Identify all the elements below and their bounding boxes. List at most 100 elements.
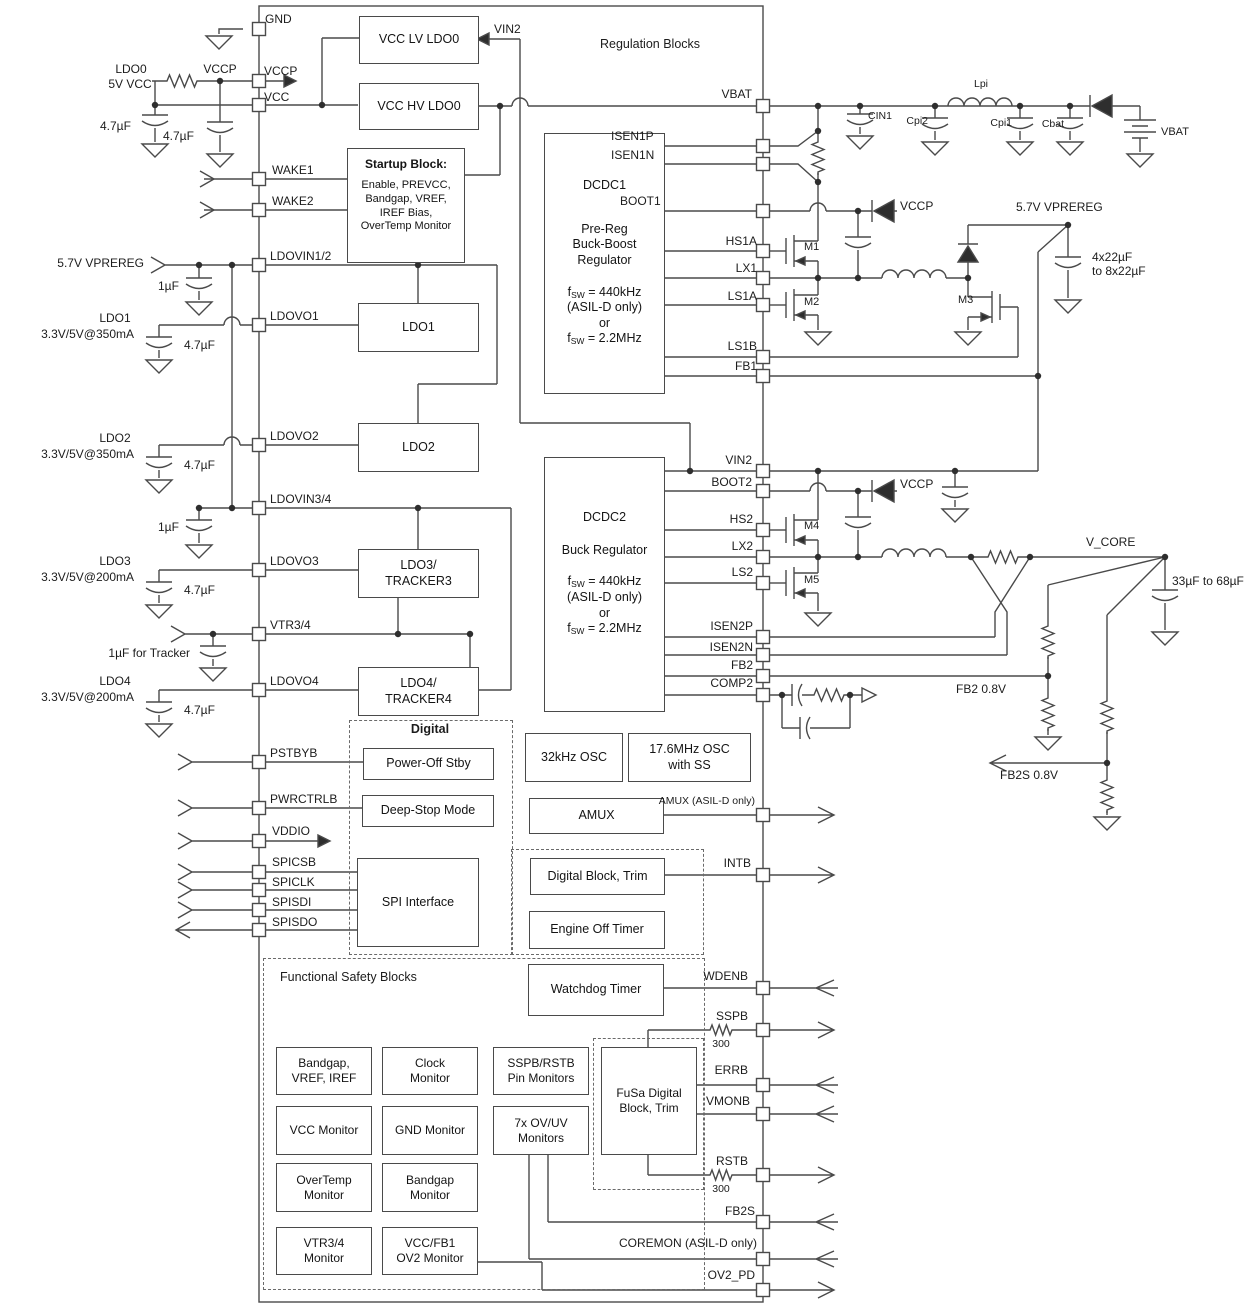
ann-ldo1: LDO1	[99, 311, 131, 325]
ann-vccp-boot1: VCCP	[900, 199, 934, 213]
startup-line: OverTemp Monitor	[360, 220, 452, 233]
ann-ldo4: LDO4	[99, 674, 131, 688]
ann-cap47-4: 4.7µF	[184, 458, 215, 472]
pin-label-boot2: BOOT2	[711, 475, 752, 489]
dcdc2-line: Buck Regulator	[561, 542, 648, 557]
block-vcc-monitor: VCC Monitor	[276, 1106, 372, 1155]
vbat-external-network	[770, 94, 1157, 168]
vcc-internal-wires	[266, 37, 757, 211]
block-gnd-monitor: GND Monitor	[382, 1106, 478, 1155]
ann-cap47-1: 4.7µF	[100, 119, 131, 133]
ann-vbat-battery: VBAT	[1161, 126, 1189, 138]
pin-label-vmonb: VMONB	[705, 1094, 750, 1108]
block-power-off-stby: Power-Off Stby	[363, 748, 494, 780]
dcdc1-line: Buck-Boost	[572, 237, 637, 252]
block-dcdc1: DCDC1 Pre-Reg Buck-Boost Regulator fSW =…	[544, 133, 665, 394]
fusa-region-box	[593, 1038, 704, 1190]
ann-vprereg-right: 5.7V VPREREG	[1016, 200, 1103, 214]
block-bandgap-vref-iref: Bandgap,VREF, IREF	[276, 1047, 372, 1095]
ann-lpi: Lpi	[973, 78, 988, 90]
ann-m2: M2	[804, 296, 820, 308]
pin-label-wake1: WAKE1	[272, 163, 314, 177]
pin-label-vcc: VCC	[264, 90, 290, 104]
dcdc1-fsw2: fSW = 2.2MHz	[567, 331, 642, 347]
block-dcdc2: DCDC2 Buck Regulator fSW = 440kHz (ASIL-…	[544, 457, 665, 712]
dcdc1-line: Regulator	[577, 252, 632, 267]
ann-cap422: 4x22µF	[1092, 250, 1133, 264]
ann-cpi1: Cpi1	[990, 117, 1012, 129]
pin-label-amux: AMUX (ASIL-D only)	[658, 795, 755, 807]
ann-cap1-2: 1µF	[158, 520, 179, 534]
dcdc2-asil: (ASIL-D only)	[566, 589, 643, 604]
pin-label-ldovin34: LDOVIN3/4	[270, 492, 332, 506]
ann-5vvcc: 5V VCC	[108, 77, 152, 91]
pin-label-gnd: GND	[265, 12, 292, 26]
dcdc1-external-circuit	[770, 106, 1082, 471]
dcdc1-or: or	[598, 315, 611, 330]
pin-label-hs2: HS2	[729, 512, 753, 526]
pin-label-fb2: FB2	[730, 658, 753, 672]
ann-vccp-boot2: VCCP	[900, 477, 934, 491]
ann-vccp-node: VCCP	[203, 62, 237, 76]
pin-label-comp2: COMP2	[710, 676, 753, 690]
block-vcc-lv-ldo0: VCC LV LDO0	[359, 16, 479, 64]
ann-cap47-6: 4.7µF	[184, 703, 215, 717]
dcdc2-pin-wires	[663, 490, 757, 696]
startup-line: IREF Bias,	[379, 206, 433, 219]
pin-label-vddio: VDDIO	[272, 824, 311, 838]
ann-cin1: CIN1	[868, 110, 892, 122]
pin-label-ls1a: LS1A	[727, 289, 757, 303]
ann-vcore: V_CORE	[1086, 535, 1136, 549]
block-ldo3-tracker3: LDO3/TRACKER3	[358, 549, 479, 598]
block-ldo1: LDO1	[358, 303, 479, 352]
ann-fb2v: FB2 0.8V	[956, 682, 1007, 696]
comp2-network	[770, 683, 878, 740]
pin-label-wake2: WAKE2	[272, 194, 314, 208]
dcdc2-external-circuit	[770, 470, 1165, 656]
pin-label-ldovo2: LDOVO2	[270, 429, 319, 443]
ann-m4: M4	[804, 520, 820, 532]
junction-dots	[151, 77, 1169, 767]
pin-label-fb2s: FB2S	[724, 1204, 755, 1218]
pin-label-vbat: VBAT	[721, 87, 752, 101]
dcdc1-name: DCDC1	[582, 178, 627, 192]
block-32khz-osc: 32kHz OSC	[525, 733, 623, 782]
vin2-route	[475, 31, 757, 472]
ann-m5: M5	[804, 574, 820, 586]
pin-label-pstbyb: PSTBYB	[270, 746, 318, 760]
pin-label-fb1: FB1	[734, 359, 757, 373]
block-label: VCC HV LDO0	[377, 98, 461, 113]
pin-label-ls1b: LS1B	[727, 339, 757, 353]
ann-cap822: to 8x22µF	[1092, 264, 1146, 278]
pin-label-errb: ERRB	[714, 1063, 748, 1077]
pin-label-rstb: RSTB	[715, 1154, 748, 1168]
block-engine-off-timer: Engine Off Timer	[529, 911, 665, 949]
ann-r300-sspb: 300	[712, 1038, 730, 1050]
ann-cpi2: Cpi2	[906, 115, 928, 127]
block-digital-block-trim: Digital Block, Trim	[530, 858, 665, 895]
digital-left-wires	[174, 753, 363, 939]
ann-cbat: Cbat	[1041, 118, 1064, 130]
dcdc1-fsw1: fSW = 440kHz	[567, 284, 642, 300]
ann-ldo2: LDO2	[99, 431, 131, 445]
ann-r300-rstb: 300	[712, 1183, 730, 1195]
pin-label-isen1p: ISEN1P	[611, 129, 654, 143]
pin-label-wdenb: WDENB	[703, 969, 748, 983]
dcdc1-asil: (ASIL-D only)	[566, 300, 643, 315]
dcdc2-fsw2: fSW = 2.2MHz	[567, 621, 642, 637]
pin-label-pwrctrlb: PWRCTRLB	[270, 792, 338, 806]
startup-title: Startup Block:	[364, 157, 447, 171]
pin-label-spicsb: SPICSB	[272, 855, 317, 869]
digital-region-title: Digital	[410, 722, 450, 736]
ann-cap1trk: 1µF for Tracker	[108, 646, 190, 660]
ann-ldo0: LDO0	[115, 62, 147, 76]
